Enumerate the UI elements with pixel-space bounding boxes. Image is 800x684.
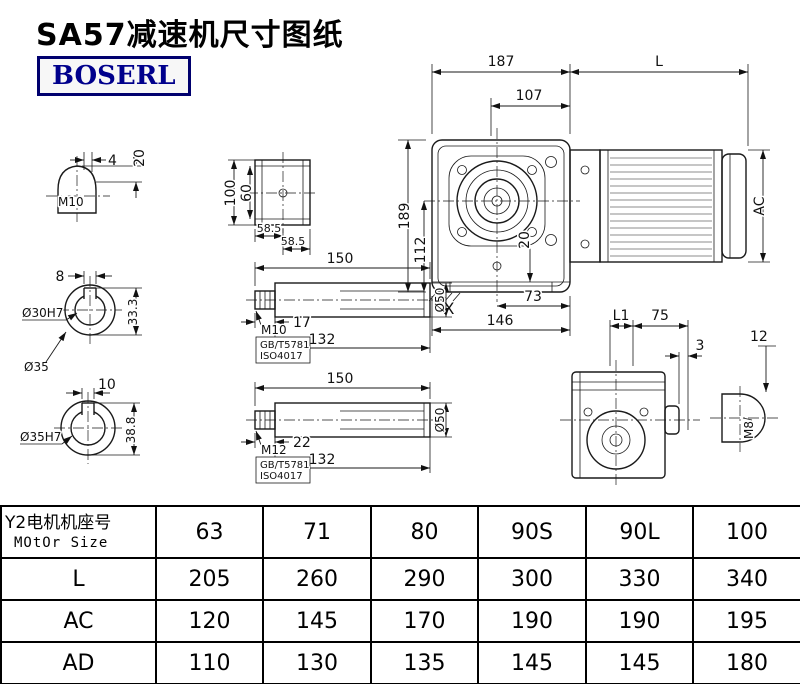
table-cell: 120 <box>155 599 264 643</box>
label-bore-30h7: Ø30H7 <box>22 306 63 320</box>
table-cell: 190 <box>477 599 587 643</box>
label-std-gb-b: GB/T5781 <box>260 460 310 471</box>
front-view-dimensions: 187 L 107 189 112 20 AC 73 146 X <box>396 53 770 336</box>
table-cell: 71 <box>262 505 372 559</box>
gearbox-front-view <box>424 128 747 302</box>
table-cell: 100 <box>692 505 800 559</box>
bore-view-30: 8 Ø30H7 33.3 Ø35 <box>21 268 142 376</box>
label-bore-35h7: Ø35H7 <box>20 430 61 444</box>
dim-73: 73 <box>524 289 542 305</box>
label-M10-plug: M10 <box>58 195 84 209</box>
dim-8: 8 <box>56 269 65 285</box>
table-cell: 290 <box>370 557 479 601</box>
table-cell: 63 <box>155 505 264 559</box>
row-label-L: L <box>0 557 157 601</box>
label-M8: M8 <box>742 421 756 439</box>
page-title: SA57减速机尺寸图纸 <box>36 18 344 53</box>
table-cell: 340 <box>692 557 800 601</box>
label-std-iso-a: ISO4017 <box>260 351 303 362</box>
shaft-plug-side-view: 12 M8 <box>710 328 778 452</box>
motor-size-label-en: MOtOr Size <box>14 535 109 551</box>
dim-146: 146 <box>487 313 514 329</box>
table-cell: 170 <box>370 599 479 643</box>
dim-75: 75 <box>651 308 669 324</box>
brand-text: BOSERL <box>52 61 176 91</box>
dim-20-plug: 20 <box>132 149 148 167</box>
output-shaft-view-2: 150 22 132 M12 GB/T5781 ISO4017 <box>241 370 452 484</box>
table-cell: 110 <box>155 641 264 684</box>
table-cell: 145 <box>477 641 587 684</box>
dim-132-a: 132 <box>309 332 336 348</box>
dim-150-a: 150 <box>327 251 354 267</box>
dim-132-b: 132 <box>309 452 336 468</box>
dim-17: 17 <box>293 315 311 331</box>
table-cell: 330 <box>585 557 694 601</box>
table-cell: 180 <box>692 641 800 684</box>
row-label-AC: AC <box>0 599 157 643</box>
table-cell: 260 <box>262 557 372 601</box>
dim-10: 10 <box>98 377 116 393</box>
table-row-L: L 205 260 290 300 330 340 <box>0 557 800 601</box>
table-cell: 145 <box>262 599 372 643</box>
dim-L1: L1 <box>613 308 630 324</box>
row-label-AD: AD <box>0 641 157 684</box>
table-cell: 135 <box>370 641 479 684</box>
dim-4: 4 <box>108 153 117 169</box>
table-cell: 195 <box>692 599 800 643</box>
table-cell: 130 <box>262 641 372 684</box>
bore-view-35: 10 Ø35H7 38.8 <box>19 376 140 464</box>
hub-top-view: 100 60 58.5 58.5 <box>222 152 318 255</box>
table-row-AD: AD 110 130 135 145 145 180 <box>0 641 800 684</box>
motor <box>569 149 747 263</box>
dim-AC: AC <box>752 196 768 215</box>
dim-dia50-a: Ø50 <box>433 288 447 313</box>
dim-60: 60 <box>239 184 255 202</box>
dim-58-5-b: 58.5 <box>281 235 306 248</box>
dim-3: 3 <box>696 338 705 354</box>
label-dia-35: Ø35 <box>24 360 49 374</box>
table-cell: 205 <box>155 557 264 601</box>
dimension-table: Y2电机机座号 MOtOr Size 63 71 80 90S 90L 100 … <box>0 505 800 684</box>
dim-187: 187 <box>488 54 515 70</box>
dim-L: L <box>655 54 663 70</box>
dim-112: 112 <box>413 237 429 264</box>
technical-drawing: 187 L 107 189 112 20 AC 73 146 X <box>19 53 778 486</box>
dim-189: 189 <box>397 203 413 230</box>
table-cell: 90L <box>585 505 694 559</box>
dim-22: 22 <box>293 435 311 451</box>
dim-12: 12 <box>750 329 768 345</box>
gearbox-side-view: L1 75 3 <box>560 307 706 486</box>
dim-33-3: 33.3 <box>126 299 140 326</box>
shaft-plug-top-view: M10 4 20 <box>46 148 150 222</box>
label-M12-shaft: M12 <box>261 443 287 457</box>
table-cell: 80 <box>370 505 479 559</box>
table-row-AC: AC 120 145 170 190 190 195 <box>0 599 800 643</box>
dim-100: 100 <box>223 180 239 207</box>
motor-size-header: Y2电机机座号 MOtOr Size <box>0 505 157 559</box>
output-shaft-view-1: 150 17 132 M10 GB/T5781 ISO4017 <box>241 250 452 364</box>
dim-20-foot: 20 <box>517 231 533 249</box>
table-cell: 90S <box>477 505 587 559</box>
label-std-iso-b: ISO4017 <box>260 471 303 482</box>
label-std-gb-a: GB/T5781 <box>260 340 310 351</box>
table-cell: 300 <box>477 557 587 601</box>
table-row-motor-size: Y2电机机座号 MOtOr Size 63 71 80 90S 90L 100 <box>0 505 800 559</box>
motor-size-label-cn: Y2电机机座号 <box>5 513 112 533</box>
brand-logo: BOSERL <box>37 56 191 96</box>
table-cell: 190 <box>585 599 694 643</box>
dim-107: 107 <box>516 88 543 104</box>
table-cell: 145 <box>585 641 694 684</box>
dim-dia50-b: Ø50 <box>433 408 447 433</box>
dim-58-5-a: 58.5 <box>257 222 282 235</box>
dim-150-b: 150 <box>327 371 354 387</box>
dim-38-8: 38.8 <box>124 417 138 444</box>
label-M10-shaft: M10 <box>261 323 287 337</box>
